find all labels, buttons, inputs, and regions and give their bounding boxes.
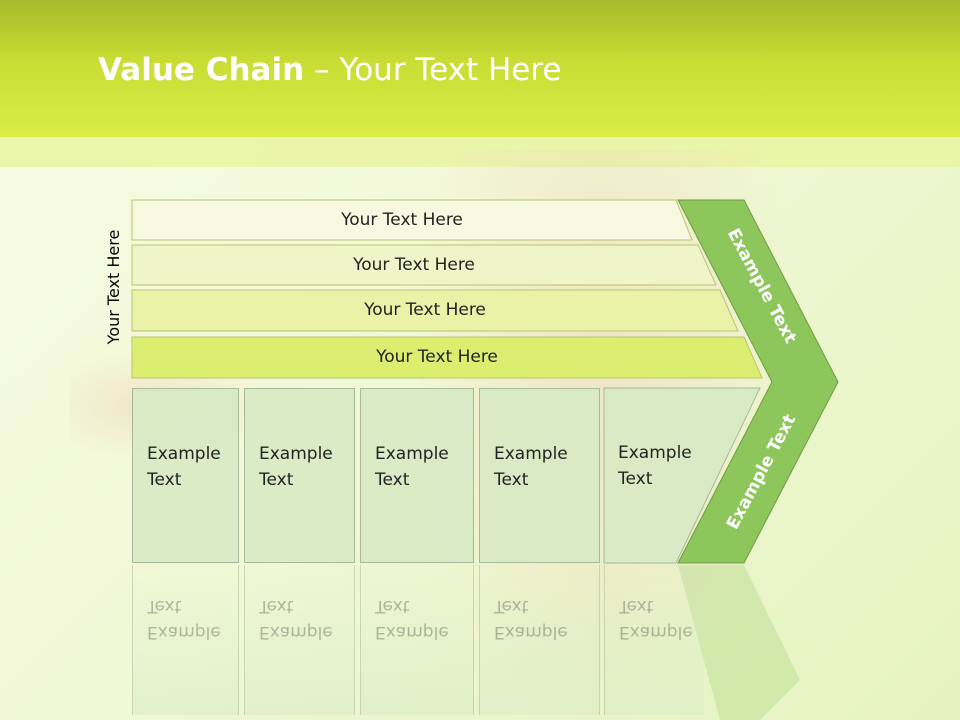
reflection-5-line-2: Text bbox=[619, 596, 654, 616]
value-box-4: Example Text bbox=[479, 388, 600, 563]
box-3-line-1: Example bbox=[375, 444, 449, 464]
box-4-line-2: Text bbox=[494, 470, 529, 490]
bar-4: Your Text Here bbox=[132, 337, 762, 377]
bar-2: Your Text Here bbox=[132, 245, 716, 285]
box-5-reflection: Example Text bbox=[604, 565, 704, 715]
bar-3: Your Text Here bbox=[132, 290, 738, 330]
header-bar bbox=[0, 0, 960, 137]
box-4-reflection: Example Text bbox=[479, 565, 600, 715]
reflection-1-line-2: Text bbox=[147, 596, 182, 616]
chevron-reflection bbox=[678, 565, 800, 720]
bar-1: Your Text Here bbox=[132, 200, 692, 240]
box-5-line-2: Text bbox=[618, 469, 653, 489]
title-rest: – Your Text Here bbox=[304, 52, 562, 88]
bar-shape-2 bbox=[131, 244, 717, 286]
reflection-2-line-1: Example bbox=[259, 622, 333, 642]
bar-shape-1 bbox=[131, 199, 693, 241]
reflection-1-line-1: Example bbox=[147, 622, 221, 642]
reflection-5-line-1: Example bbox=[619, 622, 693, 642]
box-3-line-2: Text bbox=[375, 470, 410, 490]
bar-shape-4 bbox=[131, 336, 763, 379]
box-1-reflection: Example Text bbox=[132, 565, 239, 715]
box-5-line-1: Example bbox=[618, 443, 692, 463]
box-2-line-1: Example bbox=[259, 444, 333, 464]
value-box-2: Example Text bbox=[244, 388, 355, 563]
box-1-line-1: Example bbox=[147, 444, 221, 464]
box-2-reflection: Example Text bbox=[244, 565, 355, 715]
box-1-line-2: Text bbox=[147, 470, 182, 490]
reflection-2-line-2: Text bbox=[259, 596, 294, 616]
bar-3-label: Your Text Here bbox=[364, 300, 486, 320]
value-box-3: Example Text bbox=[360, 388, 474, 563]
bar-1-label: Your Text Here bbox=[341, 210, 463, 230]
bar-4-label: Your Text Here bbox=[376, 347, 498, 367]
box-2-line-2: Text bbox=[259, 470, 294, 490]
slide-title: Value Chain – Your Text Here bbox=[98, 52, 561, 88]
last-box-shape bbox=[603, 387, 761, 564]
bar-2-label: Your Text Here bbox=[353, 255, 475, 275]
value-box-5: Example Text bbox=[604, 388, 704, 563]
reflection-3-line-1: Example bbox=[375, 622, 449, 642]
title-bold: Value Chain bbox=[98, 52, 305, 88]
chevron-shape bbox=[677, 199, 839, 564]
box-3-reflection: Example Text bbox=[360, 565, 474, 715]
reflection-3-line-2: Text bbox=[375, 596, 410, 616]
reflection-4-line-1: Example bbox=[494, 622, 568, 642]
bar-shape-3 bbox=[131, 289, 739, 332]
reflection-4-line-2: Text bbox=[494, 596, 529, 616]
box-4-line-1: Example bbox=[494, 444, 568, 464]
value-box-1: Example Text bbox=[132, 388, 239, 563]
